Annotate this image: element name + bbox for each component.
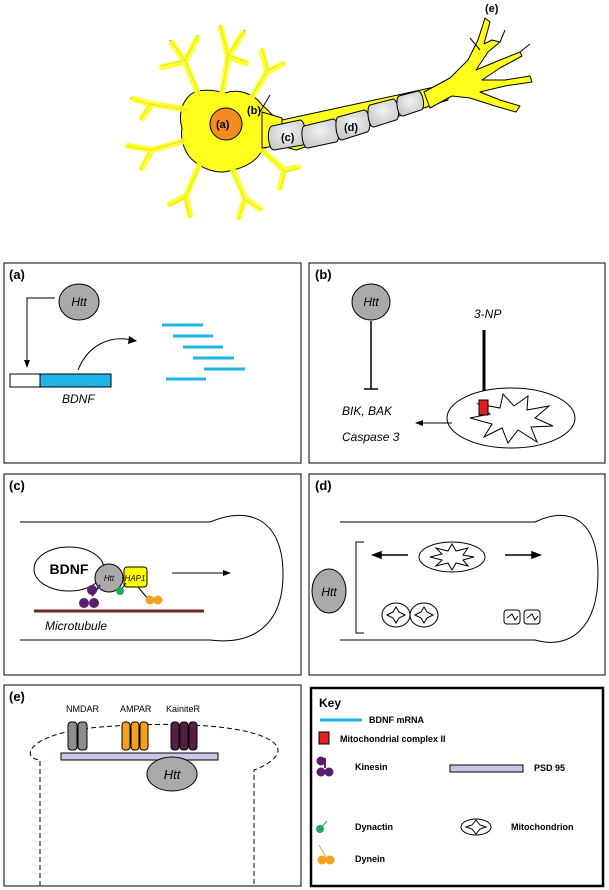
panel-c-label: (c) xyxy=(9,478,25,493)
neuron-illustration xyxy=(124,17,533,221)
activation-arrow xyxy=(26,297,55,362)
mitochondria-pair xyxy=(381,602,439,628)
key-kinesin-swatch xyxy=(316,756,334,777)
key-mrna-label: BDNF mRNA xyxy=(369,715,424,725)
htt-protein xyxy=(58,283,100,321)
htt-label: Htt xyxy=(71,295,87,309)
dynein-motor xyxy=(137,586,163,605)
bdnf-gene xyxy=(39,373,112,388)
axon-terminal xyxy=(423,17,533,113)
panel-d: (d) Htt xyxy=(308,473,606,676)
htt-label: Htt xyxy=(104,574,115,583)
axon-outline xyxy=(20,514,284,642)
htt-protein xyxy=(94,563,124,593)
neuron-labels: (a) (b) (c) (d) (e) xyxy=(216,3,499,144)
key-mitochondrion-swatch xyxy=(460,818,492,836)
htt-protein xyxy=(146,756,198,792)
key-panel: Key BDNF mRNA Mitochondrial complex II K… xyxy=(309,686,605,888)
mitochondrion-cristae xyxy=(469,392,554,445)
neuron-label-c: (c) xyxy=(281,132,295,144)
key-dynactin-swatch xyxy=(316,820,328,833)
bdnf-gene-label: BDNF xyxy=(62,392,95,406)
mitochondria-fragmented xyxy=(503,609,541,625)
key-complex2-label: Mitochondrial complex II xyxy=(340,734,446,744)
neuron-label-a: (a) xyxy=(216,119,230,131)
panel-e-label: (e) xyxy=(9,689,25,704)
htt-bracket xyxy=(355,541,364,634)
microtubule-label: Microtubule xyxy=(45,619,107,633)
key-dynein-label: Dynein xyxy=(355,854,385,864)
hap1-label: HAP1 xyxy=(125,574,146,583)
bik-bak-label: BIK, BAK xyxy=(342,404,393,418)
psd95-scaffold xyxy=(60,752,219,761)
bdnf-promoter xyxy=(9,373,41,388)
neuron-label-e: (e) xyxy=(485,3,499,15)
panel-b: (b) Htt 3-NP BIK, BAK Caspase 3 xyxy=(308,262,606,464)
caspase-label: Caspase 3 xyxy=(342,430,400,444)
htt-label: Htt xyxy=(321,585,337,599)
kainiter-receptor xyxy=(170,721,198,751)
mitochondrial-complex-ii xyxy=(478,399,489,416)
nmdar-receptor xyxy=(67,721,88,751)
kinesin-motor xyxy=(79,584,101,608)
key-dynactin-label: Dynactin xyxy=(355,822,393,832)
key-psd95-label: PSD 95 xyxy=(534,763,565,773)
hap1-protein xyxy=(123,566,148,588)
bdnf-label: BDNF xyxy=(50,561,89,577)
neuron-nucleus xyxy=(209,107,243,141)
ampar-label: AMPAR xyxy=(120,704,152,714)
panel-d-label: (d) xyxy=(315,478,332,493)
neuron-label-d: (d) xyxy=(344,122,358,134)
key-mitochondrion-label: Mitochondrion xyxy=(511,822,574,832)
panel-e: (e) NMDAR AMPAR KainiteR Htt xyxy=(3,684,302,887)
spine-membrane xyxy=(29,723,279,886)
htt-label: Htt xyxy=(363,295,379,309)
panel-c: (c) BDNF Htt HAP1 Microtubule xyxy=(3,473,302,676)
panel-b-label: (b) xyxy=(315,267,332,282)
kainiter-label: KainiteR xyxy=(166,704,201,714)
neuron-label-b: (b) xyxy=(247,105,261,117)
key-complex2-swatch xyxy=(318,731,330,745)
dynactin xyxy=(116,582,127,595)
toxin-label: 3-NP xyxy=(474,307,501,321)
transport-arrows xyxy=(370,550,543,560)
ampar-receptor xyxy=(121,721,149,751)
myelin-sheath xyxy=(267,90,425,151)
key-dynein-swatch xyxy=(317,844,335,865)
dendrites-fill xyxy=(125,25,301,220)
htt-protein xyxy=(351,283,391,321)
panel-a: (a) Htt BDNF xyxy=(3,262,302,464)
key-kinesin-label: Kinesin xyxy=(355,762,388,772)
panel-a-label: (a) xyxy=(9,267,25,282)
key-title: Key xyxy=(319,696,341,710)
transcription-arrow xyxy=(77,338,133,371)
htt-protein xyxy=(311,568,347,614)
key-psd95-swatch xyxy=(449,764,524,773)
axon-outline xyxy=(340,514,599,643)
bdnf-mrna-strands xyxy=(162,323,245,381)
nmdar-label: NMDAR xyxy=(66,704,99,714)
htt-label: Htt xyxy=(164,767,182,782)
